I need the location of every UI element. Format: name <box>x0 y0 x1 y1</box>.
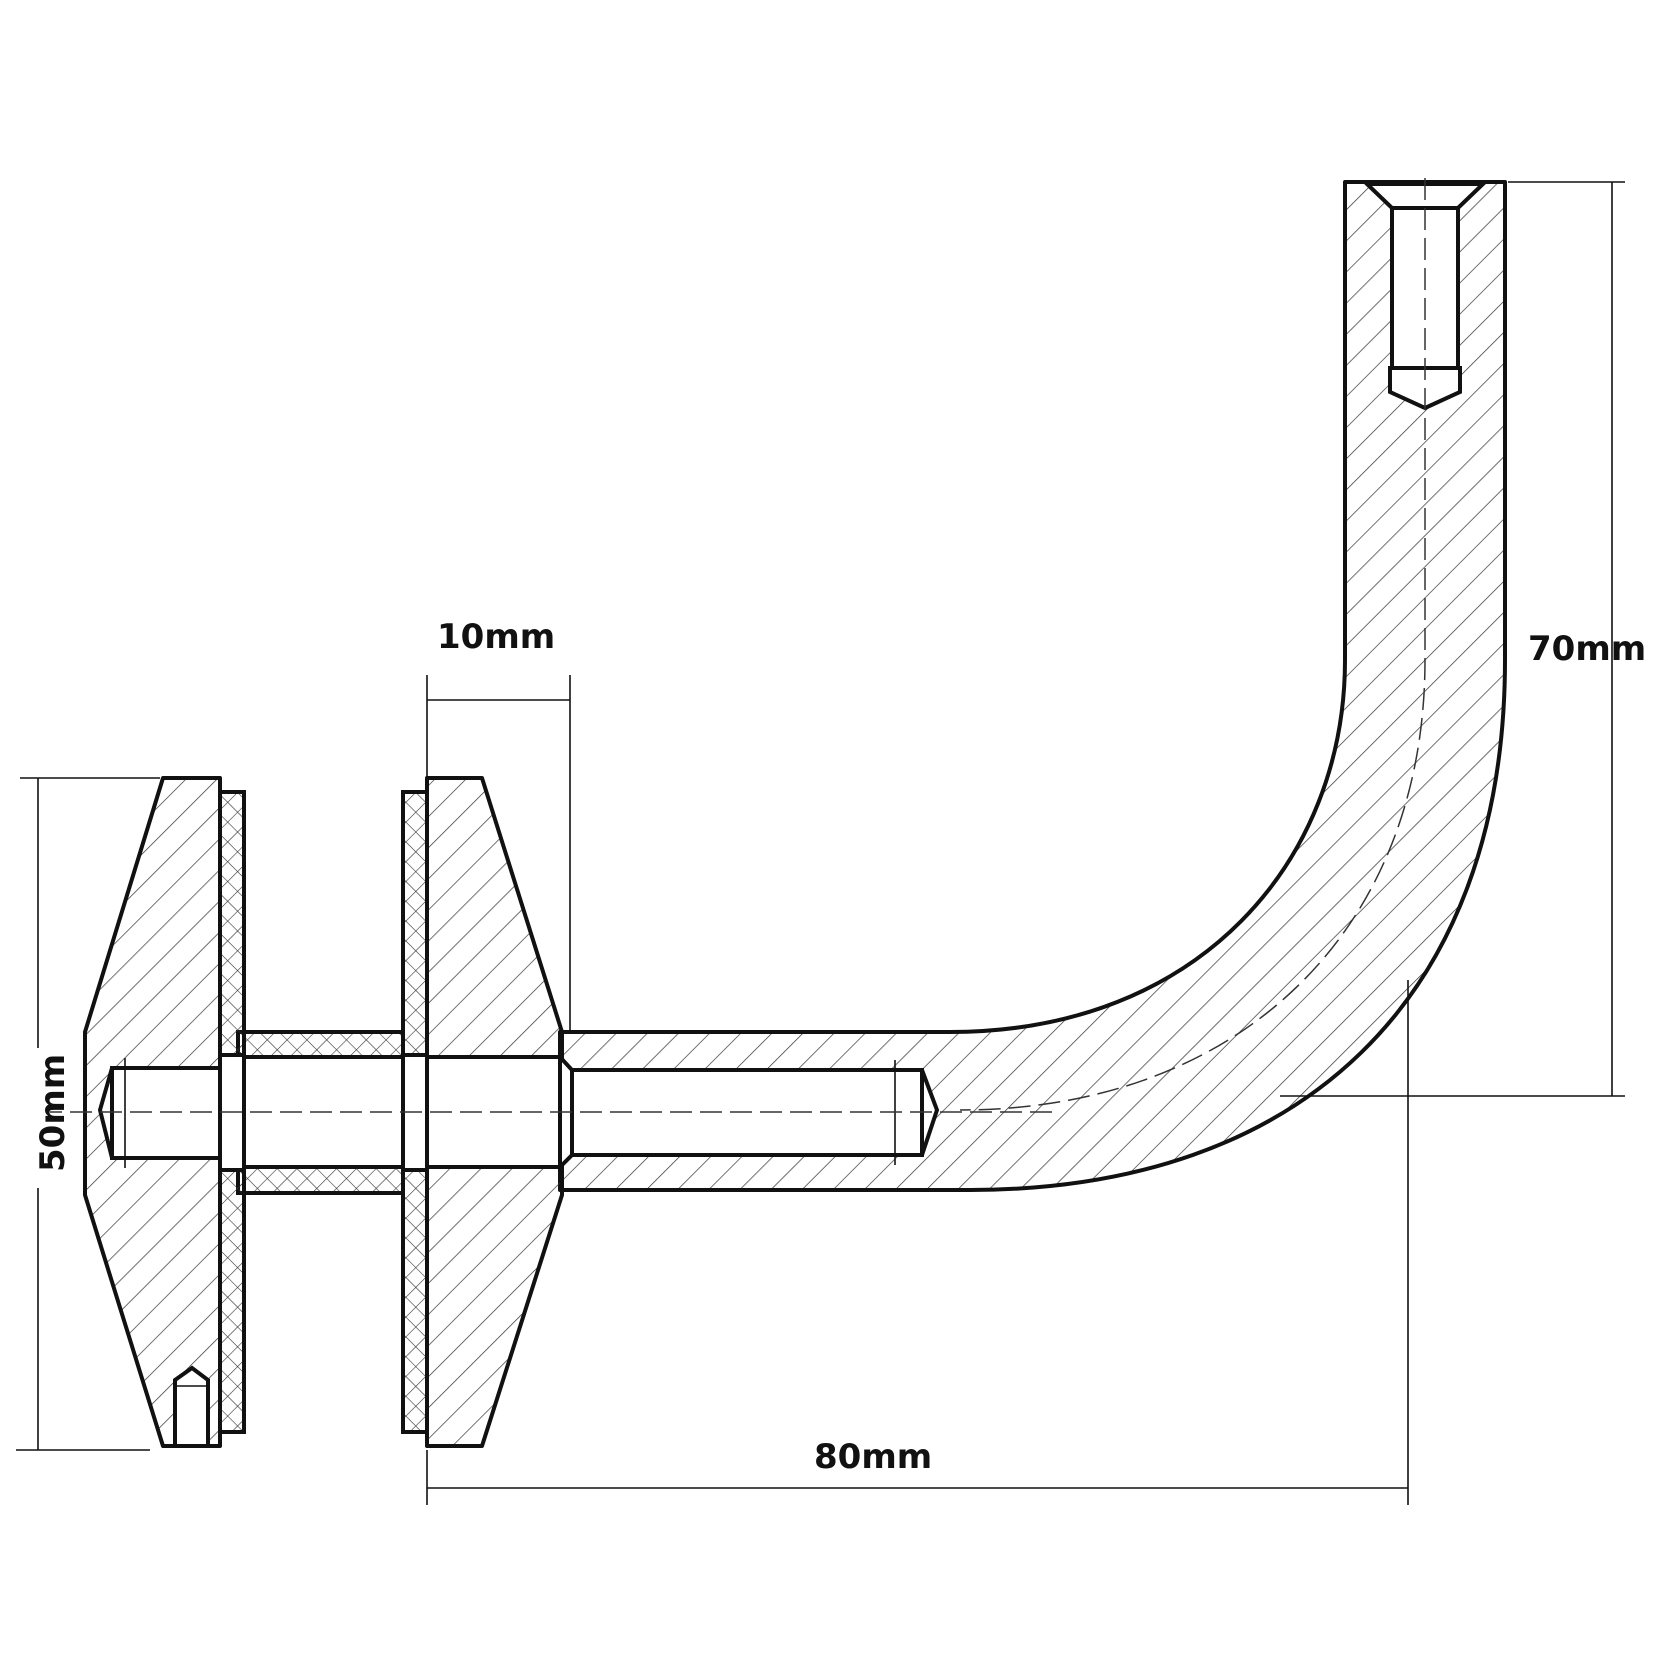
dimension-clamp-height: 50mm <box>16 777 160 1451</box>
dimension-arm-length: 80mm <box>426 980 1409 1505</box>
arm-centerline <box>959 178 1426 1111</box>
label-arm-length: 80mm <box>814 1437 932 1477</box>
left-screw <box>97 1058 222 1168</box>
label-height-total: 70mm <box>1528 629 1646 669</box>
grub-screw <box>173 1365 210 1448</box>
dimension-plate-thickness: 10mm <box>426 617 571 1032</box>
curved-arm <box>558 180 1507 1192</box>
label-clamp-height: 50mm <box>33 1054 73 1172</box>
dimension-height-total: 70mm <box>1280 181 1646 1097</box>
spacer-sleeve <box>236 1030 405 1195</box>
label-plate-thickness: 10mm <box>437 617 555 657</box>
